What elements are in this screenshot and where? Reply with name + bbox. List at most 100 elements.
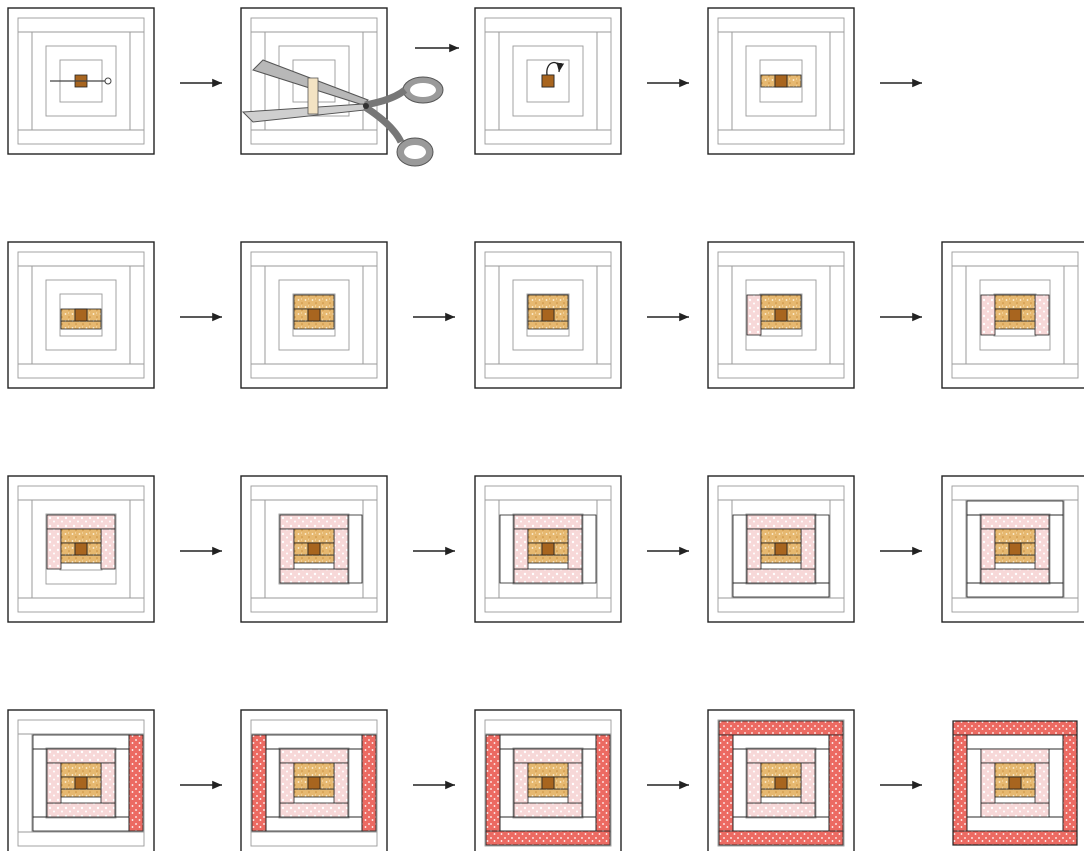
foundation-guide <box>484 251 612 379</box>
fabric-piece-sand <box>293 294 335 310</box>
fabric-piece-sand <box>527 788 569 798</box>
foundation-guide <box>45 45 117 117</box>
fabric-piece-pink <box>746 568 816 584</box>
block-step <box>707 241 855 389</box>
foundation-guide <box>45 513 117 585</box>
block-step <box>240 709 388 851</box>
foundation-guide <box>512 279 584 351</box>
fabric-piece-sand <box>760 554 802 564</box>
fabric-piece-red <box>718 734 734 832</box>
foundation-guide <box>278 279 350 351</box>
fabric-piece-sand <box>760 788 802 798</box>
fabric-piece-red <box>595 734 611 832</box>
foundation-guide <box>759 59 803 103</box>
fabric-piece-pink <box>980 514 1050 530</box>
foundation-guide <box>526 293 570 337</box>
fabric-piece-pink <box>513 514 583 530</box>
fabric-piece-pink <box>100 528 116 570</box>
foundation-guide <box>717 719 845 847</box>
scissors-shank <box>364 87 408 109</box>
foundation-guide <box>250 251 378 379</box>
block-step <box>707 475 855 623</box>
fabric-piece-pink <box>1034 294 1050 336</box>
fabric-piece-sand <box>994 320 1036 330</box>
fabric-piece-red <box>718 720 844 736</box>
fabric-piece-sand <box>760 762 802 778</box>
fabric-piece-pink <box>279 762 295 804</box>
center-square <box>774 776 788 790</box>
foundation-guide <box>292 293 336 337</box>
foundation-guide <box>250 17 378 145</box>
center-square <box>541 74 555 88</box>
foundation-guide <box>745 45 817 117</box>
foundation-guide <box>512 45 584 117</box>
foundation-guide <box>17 719 145 847</box>
foundation-guide <box>484 719 612 847</box>
fabric-piece-pink <box>279 514 349 530</box>
fabric-piece-pink <box>513 802 583 818</box>
fabric-piece-pink <box>46 802 116 818</box>
fabric-piece-pink <box>46 514 116 530</box>
fabric-piece-pink <box>46 528 62 570</box>
fabric-piece-pink <box>746 748 816 764</box>
center-square <box>774 542 788 556</box>
pin-head-icon <box>104 77 112 85</box>
fabric-piece-sand <box>527 554 569 564</box>
center-square <box>74 308 88 322</box>
block-step <box>474 241 622 389</box>
fabric-piece-pink <box>800 528 816 570</box>
foundation-guide <box>278 45 350 117</box>
center-square <box>1008 308 1022 322</box>
fabric-piece-pink <box>746 802 816 818</box>
fabric-piece-sand <box>527 762 569 778</box>
fabric-piece-sand <box>60 320 102 330</box>
foundation-guide <box>17 251 145 379</box>
fabric-piece-red <box>828 734 844 832</box>
block-step <box>7 475 155 623</box>
foundation-guide <box>512 747 584 819</box>
center-square <box>74 776 88 790</box>
fabric-piece-sand <box>994 788 1036 798</box>
fabric-piece-blue <box>966 748 982 818</box>
scissors-icon <box>241 59 444 167</box>
block-step <box>240 241 388 389</box>
fabric-piece-sand <box>760 294 802 310</box>
foundation-guide <box>484 17 612 145</box>
fabric-piece-sand <box>760 320 802 330</box>
foundation-guide <box>745 747 817 819</box>
fabric-piece-pink <box>46 762 62 804</box>
fabric-piece-pink <box>279 568 349 584</box>
center-square <box>774 308 788 322</box>
block-step <box>7 241 155 389</box>
fabric-piece-red <box>952 720 1078 736</box>
center-square <box>307 308 321 322</box>
fabric-piece-sand <box>60 528 102 544</box>
scissors-pivot <box>363 103 369 109</box>
fabric-piece-pink <box>279 748 349 764</box>
fabric-piece-pink <box>746 514 816 530</box>
foundation-guide <box>484 485 612 613</box>
fabric-piece-sand <box>293 788 335 798</box>
fabric-piece-pink <box>513 748 583 764</box>
center-square <box>1008 776 1022 790</box>
fabric-piece-sand <box>293 762 335 778</box>
foundation-guide <box>278 747 350 819</box>
foundation-guide <box>17 485 145 613</box>
fabric-piece-pink <box>746 294 762 336</box>
fabric-piece-sand <box>293 320 335 330</box>
block-step <box>474 7 622 155</box>
fabric-piece-red <box>361 734 377 832</box>
fabric-piece-pink <box>980 802 1050 818</box>
fabric-piece-pink <box>333 528 349 570</box>
foundation-guide <box>745 279 817 351</box>
fabric-piece-pink <box>1034 762 1050 804</box>
foundation-guide <box>951 485 1079 613</box>
foundation-guide <box>717 251 845 379</box>
fabric-piece-red <box>485 734 501 832</box>
block-step <box>941 241 1084 389</box>
block-step <box>474 475 622 623</box>
fabric-piece-sand <box>994 528 1036 544</box>
block-step <box>952 720 1078 846</box>
foundation-guide <box>979 513 1051 585</box>
